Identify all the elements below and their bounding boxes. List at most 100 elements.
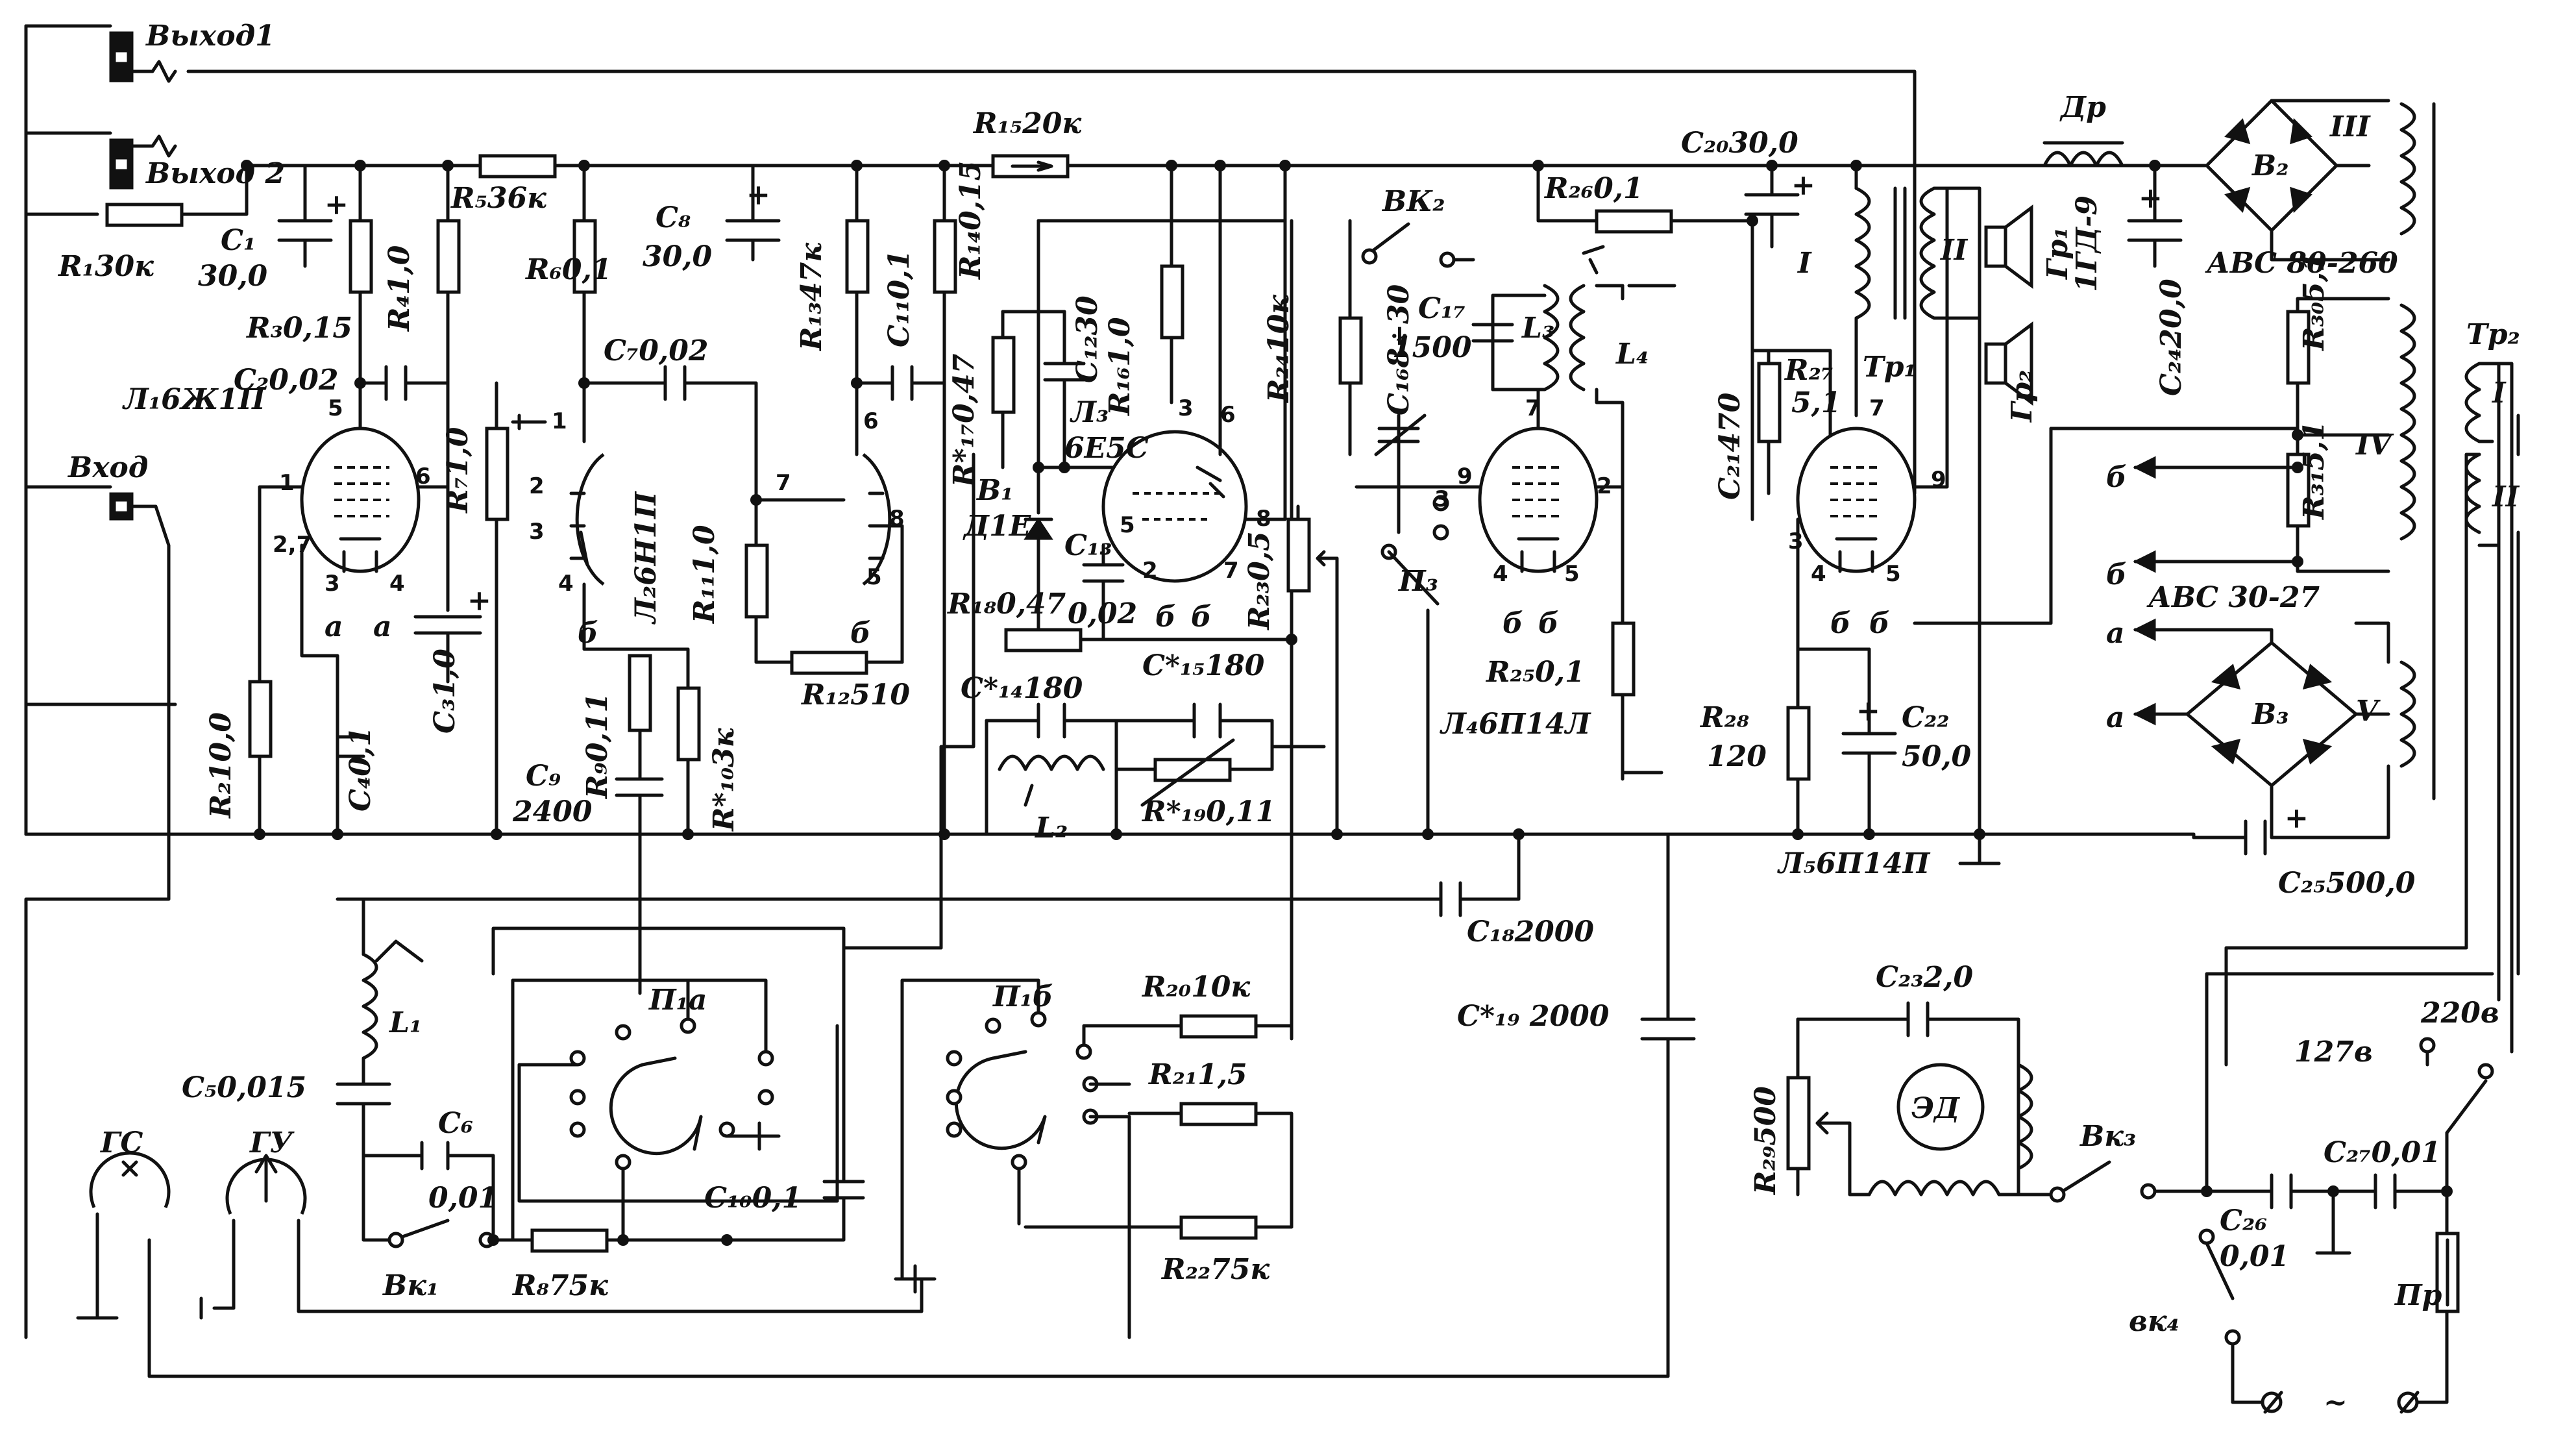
svg-text:I: I xyxy=(1797,247,1812,280)
output2-jack: Выход 2 xyxy=(109,134,285,190)
motor-ed xyxy=(1896,1063,1985,1151)
b2-label: B₂ xyxy=(2251,149,2288,182)
junctions xyxy=(241,160,2453,1246)
b3-label: B₃ xyxy=(2251,698,2288,731)
r11-label: R₁₁1,0 xyxy=(688,525,721,625)
svg-text:4: 4 xyxy=(1493,561,1508,587)
l4-tube-label: Л₄6П14Л xyxy=(1440,708,1592,741)
p3-label: П₃ xyxy=(1397,565,1438,598)
r30-label: R₃₀5,1 xyxy=(2298,252,2331,352)
c13-value: 0,02 xyxy=(1068,597,1137,630)
r6-label: R₆0,1 xyxy=(524,253,611,286)
svg-text:а: а xyxy=(2106,617,2125,650)
stage5: + C₂₀30,0 I II Тр₁ Гр₁ 1ГД-9 Гр₂ R₂₇ 5,1… xyxy=(1681,127,2104,880)
r7-label: R₇1,0 xyxy=(441,427,474,514)
r12-label: R₁₂510 xyxy=(800,678,910,712)
r22-label: R₂₂75к xyxy=(1160,1253,1270,1286)
lower-section: C₁₈2000 C*₁₉ 2000 L₁ C₅0,015 C₆ 0,01 Вк₁… xyxy=(76,452,1696,1378)
buses xyxy=(24,24,2196,836)
svg-text:II: II xyxy=(2491,480,2520,514)
svg-text:3: 3 xyxy=(1788,528,1804,554)
c2-label: C₂0,02 xyxy=(234,364,338,397)
c8-label: C₈ xyxy=(656,201,691,234)
c6-label: C₆ xyxy=(438,1107,473,1140)
svg-text:IV: IV xyxy=(2355,428,2394,462)
r1-label: R₁30к xyxy=(57,250,154,283)
c26-value: 0,01 xyxy=(2220,1240,2289,1273)
input-jack: Вход xyxy=(24,451,171,1339)
tr1-label: Тр₁ xyxy=(1863,351,1917,384)
r29-label: R₂₉500 xyxy=(1749,1086,1782,1196)
gu-label: ГУ xyxy=(249,1126,295,1159)
c12-label: C₁₂30 xyxy=(1071,295,1104,383)
svg-text:б: б xyxy=(2106,558,2127,591)
svg-text:4: 4 xyxy=(1811,561,1826,587)
vk3-label: Вк₃ xyxy=(2079,1120,2136,1153)
stage3: R*₁₇0,47 C₁₂30 R₁₆1,0 Л₃ 6Е5С 3 6 5 2 7 … xyxy=(946,164,1326,845)
svg-text:+: + xyxy=(325,188,349,221)
svg-text:б: б xyxy=(1503,607,1523,640)
svg-text:II: II xyxy=(1939,234,1969,267)
l3-coil-label: L₃ xyxy=(1521,312,1554,345)
c8-value: 30,0 xyxy=(643,240,713,273)
stage2-load: R₁₃47к C₁₁0,1 R₁₄0,15 xyxy=(795,161,987,836)
r4-label: R₄1,0 xyxy=(383,245,416,332)
input-label: Вход xyxy=(67,451,148,484)
p1a-label: П₁а xyxy=(648,984,707,1017)
mains-section: C₂₃2,0 R₂₉500 ЭД Вк₃ 127в 220в C₂₆ 0, xyxy=(1749,961,2499,1419)
svg-text:а: а xyxy=(325,610,343,643)
r17-label: R*₁₇0,47 xyxy=(948,353,981,488)
svg-text:б: б xyxy=(1830,607,1851,640)
c27-label: C₂₇0,01 xyxy=(2324,1136,2441,1169)
ac-symbol: ~ xyxy=(2324,1386,2348,1419)
output1-line xyxy=(186,69,1917,495)
r26-label: R₂₆0,1 xyxy=(1543,172,1643,205)
c4-label: C₄0,1 xyxy=(344,726,377,812)
svg-text:б: б xyxy=(1155,601,1176,634)
c13-label: C₁₃ xyxy=(1064,529,1112,562)
pr-label: Пр xyxy=(2394,1279,2442,1312)
gr2-label: Гр₂ xyxy=(2006,370,2039,423)
svg-text:б: б xyxy=(578,617,598,650)
r15: R₁₅20к xyxy=(972,107,1081,179)
c7-label: C₇0,02 xyxy=(604,334,708,367)
r24-label: R₂₄10к xyxy=(1262,295,1295,404)
svg-text:а: а xyxy=(2106,701,2125,734)
r5: R₅36к xyxy=(450,154,557,215)
b1-label: B₁ xyxy=(975,474,1013,507)
r14-label: R₁₄0,15 xyxy=(954,161,987,280)
gs-label: ГС xyxy=(99,1126,143,1159)
svg-text:4: 4 xyxy=(389,571,405,597)
svg-text:2,7: 2,7 xyxy=(273,532,312,558)
gr1-type: 1ГД-9 xyxy=(2070,195,2104,292)
c6-value: 0,01 xyxy=(428,1182,498,1215)
r28-value: 120 xyxy=(1707,740,1767,773)
r27-label: R₂₇ xyxy=(1784,354,1834,387)
svg-text:3: 3 xyxy=(1178,395,1194,421)
l5-tube-label: Л₅6П14П xyxy=(1777,847,1931,880)
svg-text:+: + xyxy=(746,179,770,212)
stage4-input: R₂₄10к R₂₃0,5 C₁₆8÷30 ВК₂ R₂₆0,1 C₁₇ 150… xyxy=(1243,164,1754,1041)
svg-text:+: + xyxy=(1791,169,1815,202)
svg-text:I: I xyxy=(2491,377,2507,410)
c11-label: C₁₁0,1 xyxy=(883,250,916,347)
c10-label: C₁₀0,1 xyxy=(704,1182,802,1215)
svg-text:5: 5 xyxy=(1120,512,1135,538)
svg-text:б: б xyxy=(1191,601,1212,634)
svg-text:5: 5 xyxy=(866,564,882,590)
c18-label: C₁₈2000 xyxy=(1467,915,1594,948)
c1: + C₁ 30,0 xyxy=(198,164,349,293)
r23-label: R₂₃0,5 xyxy=(1243,531,1276,631)
c15-label: C*₁₅180 xyxy=(1142,649,1265,682)
c24-label: C₂₄20,0 xyxy=(2155,279,2188,396)
svg-text:3: 3 xyxy=(529,519,545,545)
v220-label: 220в xyxy=(2420,997,2499,1030)
r3-label: R₃0,15 xyxy=(245,312,352,345)
svg-text:6: 6 xyxy=(415,464,431,490)
c9-label: C₉ xyxy=(526,760,561,793)
c16-label: C₁₆8÷30 xyxy=(1382,284,1416,415)
svg-text:+: + xyxy=(467,584,491,617)
r18-label: R₁₈0,47 xyxy=(946,588,1066,621)
c1-label: C₁ xyxy=(221,224,256,257)
svg-text:б: б xyxy=(1869,607,1890,640)
